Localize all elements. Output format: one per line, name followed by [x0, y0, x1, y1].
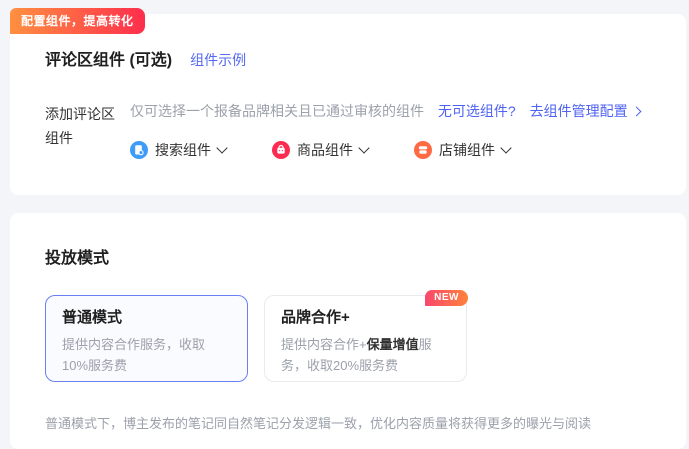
mode-option-normal-title: 普通模式 — [62, 309, 123, 326]
delivery-mode-card: 投放模式 普通模式 提供内容合作服务，收取10%服务费 NEW 品牌合作+ 提供… — [10, 213, 686, 449]
add-comment-component-label: 添加评论区组件 — [45, 106, 115, 146]
shop-component-dropdown[interactable]: 店铺组件 — [414, 141, 512, 159]
shop-component-label: 店铺组件 — [439, 142, 495, 158]
comment-component-card: 评论区组件 (可选) 组件示例 添加评论区组件 仅可选择一个报备品牌相关且已通过… — [10, 14, 686, 195]
mode-option-normal[interactable]: 普通模式 提供内容合作服务，收取10%服务费 — [45, 295, 248, 382]
mode-option-brand-plus-desc: 提供内容合作+保量增值服务，收取20%服务费 — [281, 334, 450, 376]
component-hint-line: 仅可选择一个报备品牌相关且已通过审核的组件 无可选组件? 去组件管理配置 — [130, 102, 662, 120]
mode-option-brand-plus-title: 品牌合作+ — [281, 309, 350, 326]
comment-component-content: 仅可选择一个报备品牌相关且已通过审核的组件 无可选组件? 去组件管理配置 — [130, 102, 662, 159]
goods-component-icon — [272, 141, 290, 159]
search-component-label: 搜索组件 — [155, 142, 211, 158]
mode-option-brand-plus[interactable]: NEW 品牌合作+ 提供内容合作+保量增值服务，收取20%服务费 — [264, 290, 468, 382]
desc-suffix: 服务，收取20%服务费 — [281, 337, 432, 373]
delivery-mode-title: 投放模式 — [45, 250, 110, 267]
component-dropdown-row: 搜索组件 商品组件 — [130, 141, 662, 159]
comment-card-title: 评论区组件 (可选) — [45, 51, 173, 69]
goods-component-dropdown[interactable]: 商品组件 — [272, 141, 370, 159]
manage-components-link-label: 去组件管理配置 — [529, 103, 628, 119]
no-component-link[interactable]: 无可选组件? — [437, 103, 516, 119]
goods-component-label: 商品组件 — [297, 142, 353, 158]
add-comment-component-row: 添加评论区组件 仅可选择一个报备品牌相关且已通过审核的组件 无可选组件? 去组件… — [45, 102, 662, 159]
search-component-icon — [130, 141, 148, 159]
chevron-down-icon — [216, 142, 228, 154]
manage-components-link[interactable]: 去组件管理配置 — [529, 103, 642, 119]
desc-prefix: 提供内容合作+ — [281, 337, 367, 352]
shop-component-icon — [414, 141, 432, 159]
promo-badge: 配置组件，提高转化 — [10, 8, 145, 34]
chevron-right-icon — [631, 106, 642, 117]
search-component-dropdown[interactable]: 搜索组件 — [130, 141, 228, 159]
comment-card-header: 评论区组件 (可选) 组件示例 — [45, 50, 662, 70]
chevron-down-icon — [500, 142, 512, 154]
component-hint: 仅可选择一个报备品牌相关且已通过审核的组件 — [130, 103, 424, 119]
new-badge: NEW — [425, 290, 468, 306]
component-example-link[interactable]: 组件示例 — [190, 52, 247, 68]
chevron-down-icon — [358, 142, 370, 154]
desc-bold: 保量增值 — [366, 337, 419, 352]
mode-option-normal-desc: 提供内容合作服务，收取10%服务费 — [62, 337, 206, 373]
mode-options: 普通模式 提供内容合作服务，收取10%服务费 NEW 品牌合作+ 提供内容合作+… — [45, 290, 662, 382]
mode-note: 普通模式下，博主发布的笔记同自然笔记分发逻辑一致，优化内容质量将获得更多的曝光与… — [45, 416, 592, 431]
